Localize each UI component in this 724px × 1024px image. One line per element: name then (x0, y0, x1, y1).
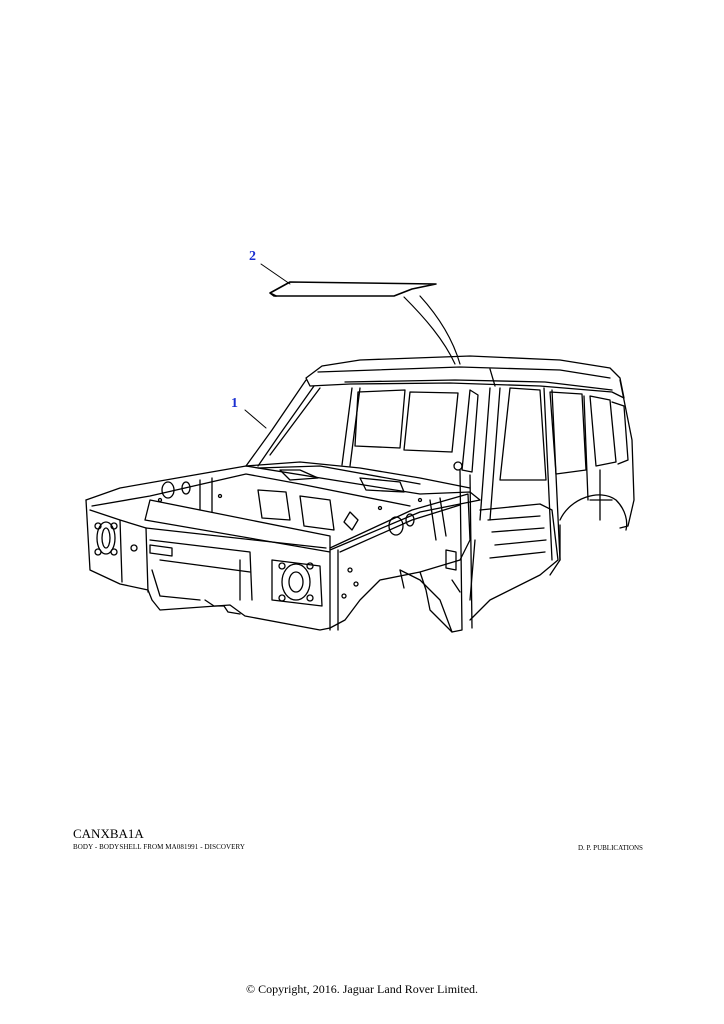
roof-panel-leader (403, 295, 461, 365)
copyright-notice: © Copyright, 2016. Jaguar Land Rover Lim… (245, 982, 479, 996)
callout-item-2[interactable]: 2 (249, 249, 256, 264)
roof-panel-callout-leader (260, 263, 291, 285)
roof-panel-part[interactable] (269, 281, 437, 297)
bodyshell-part[interactable] (85, 355, 635, 633)
publisher-label: D. P. PUBLICATIONS (578, 844, 643, 852)
illustration-code: CANXBA1A (73, 826, 144, 841)
callout-item-1[interactable]: 1 (231, 396, 238, 411)
bodyshell-leader (244, 409, 267, 429)
illustration-caption: BODY - BODYSHELL FROM MA081991 - DISCOVE… (73, 843, 246, 851)
